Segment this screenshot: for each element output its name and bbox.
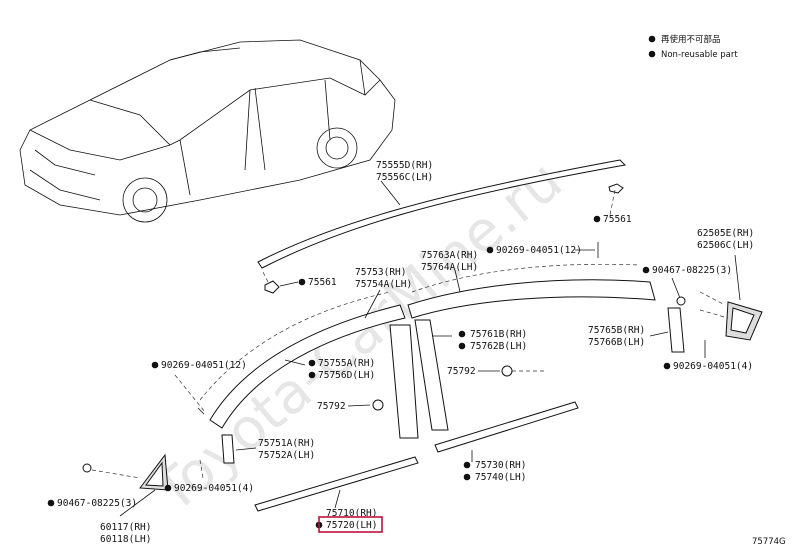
screw-90269-bottom-left: 90269-04051(4) xyxy=(164,459,254,494)
label-75753: 75753(RH) xyxy=(355,267,406,278)
label-75752a: 75752A(LH) xyxy=(258,450,315,461)
front-frame-molding: 75753(RH) 75754A(LH) xyxy=(199,267,412,429)
label-62505e: 62505E(RH) xyxy=(697,228,754,239)
molding-75755a: 75755A(RH) 75756D(LH) xyxy=(284,358,375,381)
legend-text-en: Non-reusable part xyxy=(661,50,738,60)
label-75754a: 75754A(LH) xyxy=(355,279,412,290)
front-corner-piece: 60117(RH) 60118(LH) xyxy=(82,453,169,545)
label-75755a: 75755A(RH) xyxy=(318,358,375,369)
label-75763a: 75763A(RH) xyxy=(421,250,478,261)
label-90269-right: 90269-04051(4) xyxy=(673,361,753,372)
clip-75792-right: 75792 xyxy=(447,365,545,377)
diagram-id: 75774G xyxy=(752,537,786,547)
car-illustration xyxy=(19,39,396,223)
screw-90269-left: 90269-04051(12) xyxy=(151,360,247,415)
label-75710: 75710(RH) xyxy=(326,508,377,519)
label-90467-left: 90467-08225(3) xyxy=(57,498,137,509)
legend-dot-icon xyxy=(648,50,656,58)
label-62506c: 62506C(LH) xyxy=(697,240,754,251)
clip-75792-center: 75792 xyxy=(317,399,384,412)
belt-molding-front: 75710(RH) 75720(LH) xyxy=(254,456,419,533)
label-90467-right: 90467-08225(3) xyxy=(652,265,732,276)
label-60117: 60117(RH) xyxy=(100,522,151,533)
label-75792-center: 75792 xyxy=(317,401,346,412)
label-75756d: 75756D(LH) xyxy=(318,370,375,381)
label-75730: 75730(RH) xyxy=(475,460,526,471)
legend-text-ja: 再使用不可部品 xyxy=(661,34,721,45)
label-75561-right: 75561 xyxy=(603,214,632,225)
clip-75561-right: 75561 xyxy=(593,183,632,225)
belt-molding-rear: 75730(RH) 75740(LH) xyxy=(434,401,579,483)
label-75766b: 75766B(LH) xyxy=(588,337,645,348)
label-75762b: 75762B(LH) xyxy=(470,341,527,352)
pillar-garnish: 75761B(RH) 75762B(LH) xyxy=(389,319,527,439)
legend: 再使用不可部品 Non-reusable part xyxy=(648,34,738,60)
label-60118: 60118(LH) xyxy=(100,534,151,545)
label-75720: 75720(LH) xyxy=(326,520,377,531)
label-75761b: 75761B(RH) xyxy=(470,329,527,340)
label-75792-right: 75792 xyxy=(447,366,476,377)
label-75556c: 75556C(LH) xyxy=(376,172,433,183)
quarter-window-molding: 62505E(RH) 62506C(LH) xyxy=(697,228,763,341)
label-90269-left: 90269-04051(12) xyxy=(161,360,247,371)
screw-90269-top: 90269-04051(12) xyxy=(486,242,599,258)
door-frame-molding-upper: 75763A(RH) 75764A(LH) xyxy=(407,250,656,319)
label-75555d: 75555D(RH) xyxy=(376,160,433,171)
label-75740: 75740(LH) xyxy=(475,472,526,483)
screw-90269-right: 90269-04051(4) xyxy=(663,340,753,372)
label-75764a: 75764A(LH) xyxy=(421,262,478,273)
front-pillar-piece: 75751A(RH) 75752A(LH) xyxy=(221,434,315,464)
label-75561-left: 75561 xyxy=(308,277,337,288)
label-90269-bottom-left: 90269-04051(4) xyxy=(174,483,254,494)
highlight-box xyxy=(318,516,383,533)
clip-90467-left: 90467-08225(3) xyxy=(47,498,137,509)
label-90269-top: 90269-04051(12) xyxy=(496,245,582,256)
legend-dot-icon xyxy=(648,35,656,43)
label-75751a: 75751A(RH) xyxy=(258,438,315,449)
rear-pillar-garnish: 75765B(RH) 75766B(LH) xyxy=(588,307,685,353)
clip-75561-left: 75561 xyxy=(261,269,337,294)
clip-90467-right: 90467-08225(3) xyxy=(642,265,732,306)
label-75765b: 75765B(RH) xyxy=(588,325,645,336)
roof-molding: 75555D(RH) 75556C(LH) xyxy=(257,159,627,269)
